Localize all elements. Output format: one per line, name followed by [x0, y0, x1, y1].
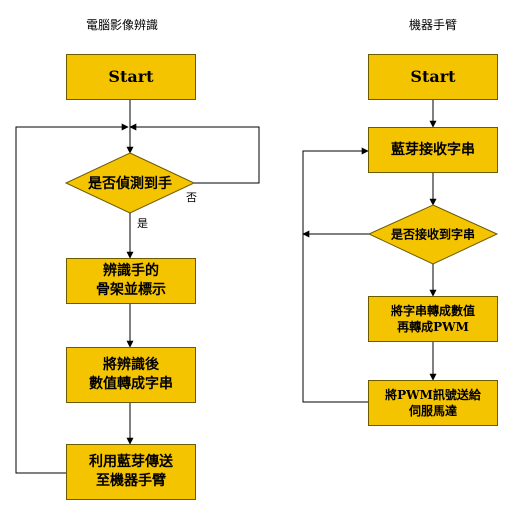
left-step3-box: 利用藍芽傳送 至機器手臂	[66, 444, 196, 500]
left-step1-line2: 骨架並標示	[96, 282, 166, 298]
left-start-box: Start	[66, 54, 196, 100]
right-arrow-step3-loop	[302, 147, 369, 403]
left-step2-box: 將辨識後 數值轉成字串	[66, 347, 196, 403]
right-step2-line2: 再轉成PWM	[397, 320, 469, 334]
left-step3-line1: 利用藍芽傳送	[89, 454, 173, 471]
left-step3-line2: 至機器手臂	[96, 473, 166, 489]
right-start-label: Start	[410, 67, 456, 87]
right-step1-label: 藍芽接收字串	[391, 141, 475, 158]
left-arrow-step3-loop	[15, 123, 129, 474]
left-start-label: Start	[108, 67, 154, 87]
left-arrow-no-loop	[129, 123, 260, 184]
right-start-box: Start	[368, 54, 498, 100]
right-step3-box: 將PWM訊號送給 伺服馬達	[368, 380, 498, 426]
left-step2-line1: 將辨識後	[103, 357, 159, 374]
right-step1-box: 藍芽接收字串	[368, 127, 498, 173]
left-decision-label: 是否偵測到手	[88, 176, 172, 192]
left-yes-label: 是	[137, 217, 148, 230]
right-step3-line2: 伺服馬達	[408, 404, 457, 418]
left-no-label: 否	[186, 191, 197, 204]
right-step2-line1: 將字串轉成數值	[390, 303, 475, 318]
right-decision-label: 是否接收到字串	[390, 227, 476, 242]
right-step3-line1: 將PWM訊號送給	[385, 387, 481, 402]
left-step1-line1: 辨識手的	[103, 263, 159, 280]
left-title: 電腦影像辨識	[86, 18, 159, 32]
right-step2-box: 將字串轉成數值 再轉成PWM	[368, 296, 498, 342]
right-title: 機器手臂	[409, 18, 458, 32]
left-step2-line2: 數值轉成字串	[89, 376, 173, 392]
left-step1-box: 辨識手的 骨架並標示	[66, 258, 196, 304]
